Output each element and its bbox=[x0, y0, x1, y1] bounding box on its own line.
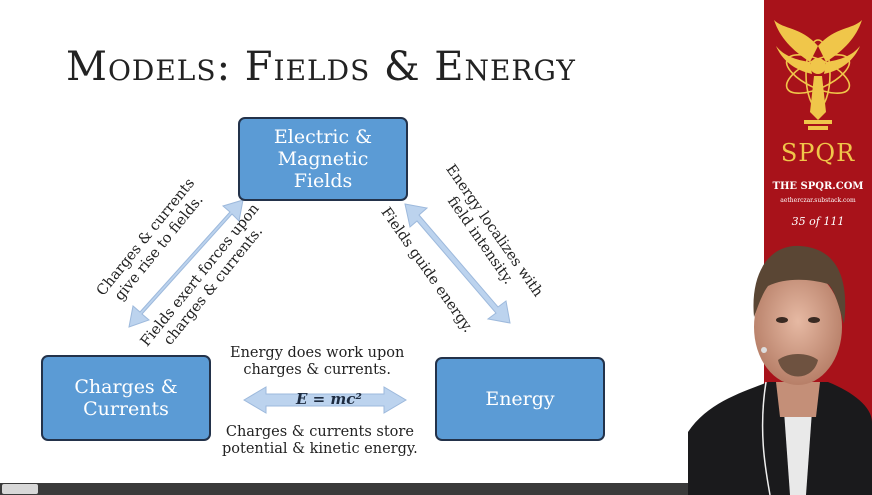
slide-title: Models: Fields & Energy bbox=[66, 44, 576, 90]
node-energy-line-1: Energy bbox=[485, 388, 555, 410]
arrow-fields-energy bbox=[404, 203, 511, 324]
arrow-charges-energy bbox=[243, 386, 407, 414]
node-fields-line-2: Magnetic bbox=[277, 148, 369, 170]
slide-page-counter: 35 of 111 bbox=[791, 215, 845, 228]
node-fields-line-1: Electric & bbox=[273, 126, 373, 148]
node-electric-magnetic-fields: Electric & Magnetic Fields bbox=[238, 117, 408, 201]
arrow-charges-fields bbox=[128, 199, 244, 328]
node-charges-line-1: Charges & bbox=[74, 376, 178, 398]
banner-brand: SPQR bbox=[780, 139, 856, 167]
label-energy-to-charges: Energy does work upon charges & currents… bbox=[230, 345, 404, 379]
node-charges-currents: Charges & Currents bbox=[41, 355, 211, 441]
label-charges-to-energy-line-2: potential & kinetic energy. bbox=[222, 441, 418, 457]
node-fields-line-3: Fields bbox=[293, 170, 353, 192]
label-energy-to-charges-line-2: charges & currents. bbox=[243, 362, 391, 378]
presenter-webcam bbox=[688, 245, 872, 495]
label-energy-to-charges-line-1: Energy does work upon bbox=[230, 345, 405, 361]
arrows-layer bbox=[128, 199, 511, 414]
equation-label: E = mc² bbox=[295, 390, 363, 408]
phoenix-emblem-icon bbox=[774, 20, 862, 130]
slide: Models: Fields & Energy Electric & Magne… bbox=[41, 44, 605, 458]
node-energy: Energy bbox=[435, 357, 605, 441]
banner-substack: aetherczar.substack.com bbox=[780, 197, 856, 204]
node-charges-line-2: Currents bbox=[83, 398, 169, 420]
taskbar-strip bbox=[0, 483, 764, 495]
label-charges-to-energy-line-1: Charges & currents store bbox=[225, 424, 414, 440]
label-charges-to-energy: Charges & currents store potential & kin… bbox=[222, 424, 418, 458]
taskbar-chip[interactable] bbox=[2, 484, 38, 494]
banner-site-link[interactable]: THE SPQR.COM bbox=[772, 181, 864, 192]
